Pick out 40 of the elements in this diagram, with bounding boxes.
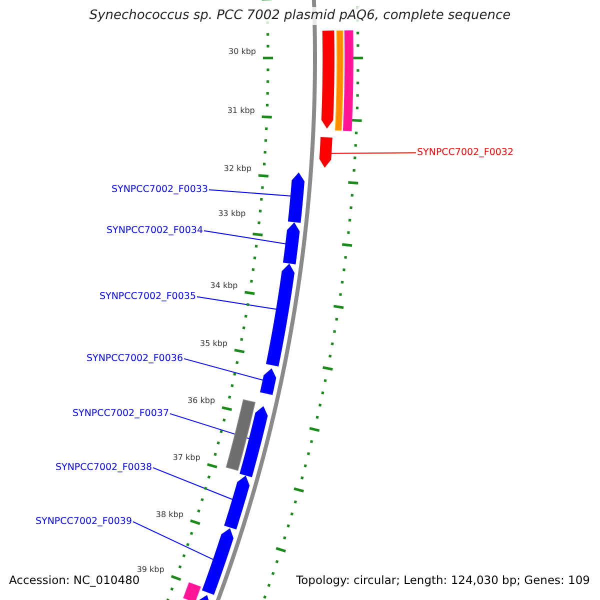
- tick-label: 38 kbp: [156, 510, 184, 520]
- gene-feature: [224, 476, 250, 530]
- tick-label: 35 kbp: [200, 339, 228, 349]
- tick-label: 36 kbp: [188, 396, 216, 406]
- gene-label: SYNPCC7002_F0038: [55, 462, 152, 474]
- gene-label: SYNPCC7002_F0036: [86, 353, 183, 364]
- gene-feature: [202, 528, 234, 595]
- leader-line: [204, 230, 286, 244]
- gene-feature: [288, 172, 304, 223]
- leader-line: [208, 189, 292, 197]
- gene-label: SYNPCC7002_F0034: [106, 225, 203, 236]
- gene-label: SYNPCC7002_F0035: [99, 291, 196, 302]
- accession-text: Accession: NC_010480: [9, 574, 140, 588]
- gene-feature: [321, 30, 334, 129]
- gene-feature: [240, 406, 268, 478]
- tick-label: 39 kbp: [136, 565, 164, 575]
- gene-label: SYNPCC7002_F0033: [111, 184, 208, 196]
- leader-line: [132, 521, 214, 560]
- gene-feature: [282, 222, 300, 264]
- leader-line: [196, 296, 277, 310]
- gene-label: SYNPCC7002_F0032: [417, 147, 514, 158]
- gene-feature: [260, 368, 276, 395]
- summary-text: Topology: circular; Length: 124,030 bp; Genes: 109: [296, 574, 590, 588]
- leader-line: [152, 467, 234, 500]
- gene-feature: [319, 137, 332, 168]
- tick-label: 32 kbp: [224, 164, 252, 174]
- tick-label: 31 kbp: [227, 106, 255, 116]
- tick-label: 34 kbp: [210, 281, 238, 291]
- gene-feature: [183, 582, 201, 600]
- gene-feature: [266, 264, 295, 367]
- gene-label: SYNPCC7002_F0037: [72, 408, 169, 420]
- tick-label: 30 kbp: [228, 47, 256, 57]
- gene-label: SYNPCC7002_F0039: [35, 516, 132, 528]
- leader-line: [330, 152, 416, 154]
- tick-label: 37 kbp: [172, 453, 200, 463]
- tick-label: 33 kbp: [218, 208, 246, 219]
- gene-feature: [334, 30, 344, 131]
- gene-feature: [342, 30, 354, 132]
- leader-line: [184, 358, 264, 381]
- gene-feature: [226, 399, 256, 471]
